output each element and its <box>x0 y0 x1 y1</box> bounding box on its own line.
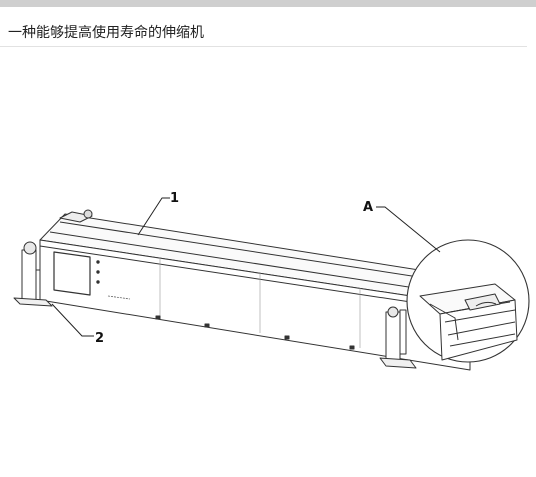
leader-line-1 <box>137 197 170 236</box>
detail-circle-a <box>406 239 530 363</box>
leader-line-2 <box>51 303 94 337</box>
label-part-1: 1 <box>170 191 179 206</box>
leader-line-a <box>376 206 441 253</box>
title-divider <box>0 46 527 47</box>
right-support <box>379 306 417 369</box>
label-part-2: 2 <box>95 331 104 346</box>
label-detail-a: A <box>363 200 373 215</box>
left-support <box>13 241 53 307</box>
page-title: 一种能够提高使用寿命的伸缩机 <box>8 25 204 41</box>
top-bar <box>0 0 536 7</box>
